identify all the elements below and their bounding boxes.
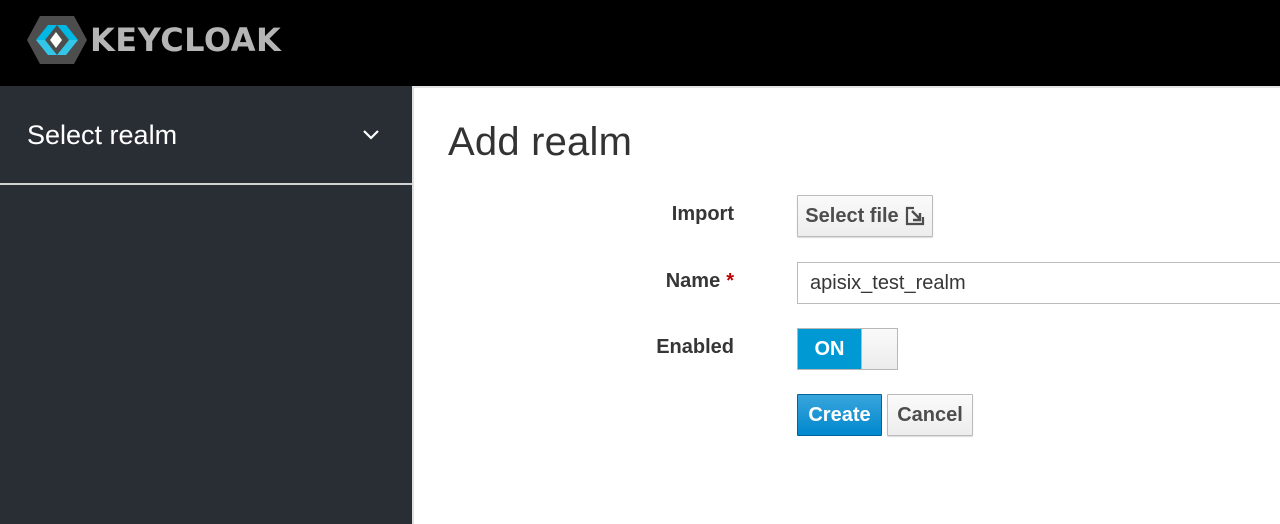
keycloak-logo-icon [26,14,88,66]
realm-name-input[interactable] [797,262,1280,304]
page-title: Add realm [448,120,633,164]
enabled-toggle[interactable]: ON [797,328,898,370]
cancel-button-label: Cancel [897,403,963,426]
name-label-text: Name [665,270,721,292]
chevron-down-icon [362,128,380,140]
brand-name: KEYCLOAK [90,21,282,59]
enabled-label-text: Enabled [656,336,734,358]
required-marker: * [726,270,734,292]
toggle-knob [861,329,897,369]
name-label: Name* [414,270,734,293]
select-file-button-label: Select file [805,204,899,227]
create-button-label: Create [808,403,871,426]
import-arrow-icon [905,206,925,226]
realm-selector-label: Select realm [27,120,178,150]
create-button[interactable]: Create [797,394,882,436]
cancel-button[interactable]: Cancel [887,394,973,436]
select-file-button[interactable]: Select file [797,195,933,237]
realm-selector[interactable]: Select realm [0,86,412,185]
enabled-label: Enabled [414,336,734,359]
brand-logo[interactable]: KEYCLOAK [26,14,281,66]
sidebar: Select realm [0,86,412,524]
top-navbar: KEYCLOAK [0,0,1280,86]
import-label: Import [414,203,734,226]
main-content: Add realm Import Select file Name* Enabl… [412,86,1280,524]
import-label-text: Import [671,203,734,225]
toggle-on-label: ON [798,329,861,369]
